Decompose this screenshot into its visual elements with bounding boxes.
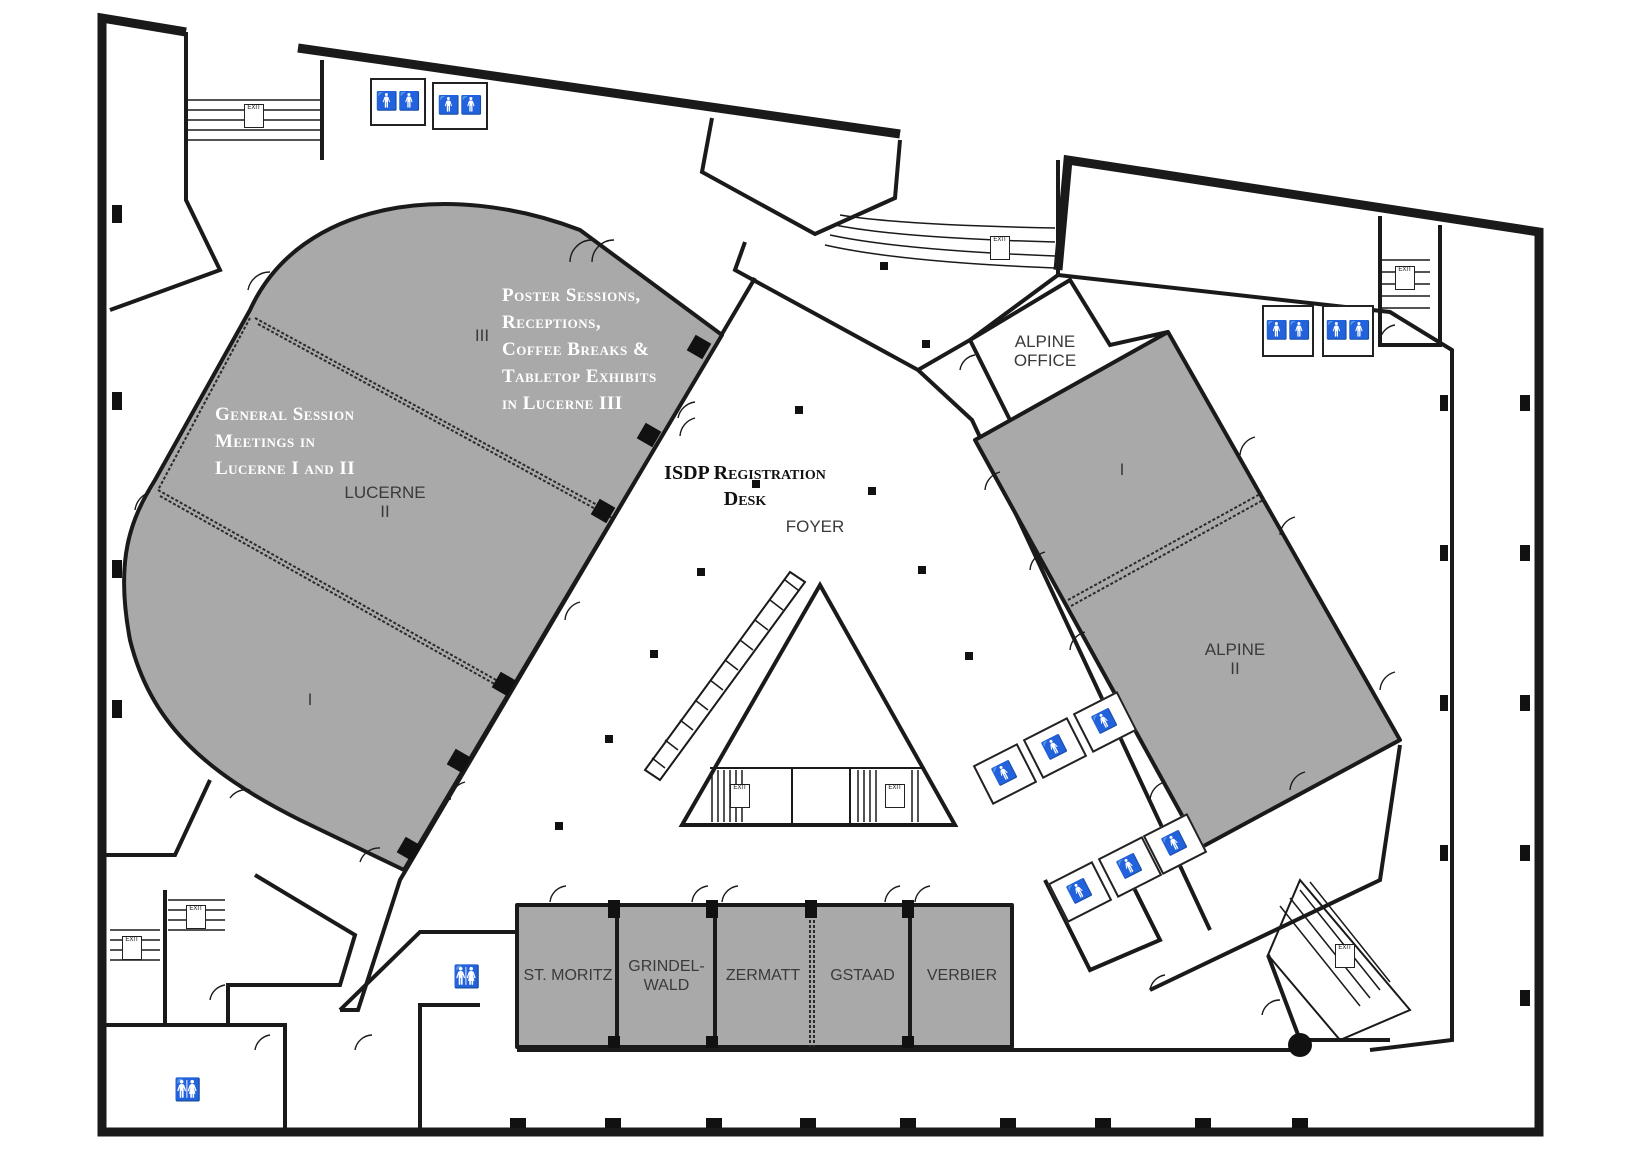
- small-rooms-block: [515, 903, 1014, 1049]
- west-corridor-wall: [109, 32, 223, 312]
- sw-corridor: [102, 1023, 287, 1132]
- north-stairs: [824, 214, 1056, 269]
- alpine-partition-b: [1070, 498, 1266, 607]
- room-label-lucerne-i: I: [307, 690, 313, 709]
- room-label-zermatt: ZERMATT: [725, 967, 801, 984]
- room-label-alpine-office: ALPINE OFFICE: [1013, 332, 1077, 370]
- exit-sign-sw-2: EXIT: [122, 936, 142, 960]
- exit-sign-se: EXIT: [1335, 944, 1355, 968]
- room-label-verbier: VERBIER: [926, 967, 998, 984]
- north-corridor-wall: [732, 160, 1060, 373]
- room-label-alpine-i: I: [1119, 460, 1125, 479]
- south-corridor: [338, 930, 517, 1012]
- room-label-grindelwald: GRINDEL- WALD: [628, 958, 705, 994]
- door-swings: [134, 239, 1396, 1051]
- alpine-office-wall: [968, 277, 1169, 348]
- lucerne-west-partition: [157, 317, 251, 491]
- restroom-icon: 🚻: [174, 1078, 202, 1103]
- lucerne-partition-2b: [159, 495, 508, 692]
- registration-desk-annotation: ISDP Registration Desk: [664, 462, 826, 510]
- lucerne-partition-1b: [257, 323, 613, 519]
- lucerne-partition-1: [254, 317, 611, 513]
- elevator-icon: 🚹🚹: [1262, 305, 1314, 357]
- north-wall: [297, 43, 901, 139]
- room-label-alpine-ii: ALPINE II: [1204, 640, 1266, 678]
- room-label-lucerne-iii: III: [474, 326, 490, 345]
- room-label-lucerne: LUCERNE II: [344, 483, 426, 521]
- alpine-partition: [1067, 492, 1263, 601]
- lucerne-ballroom: [122, 202, 724, 872]
- elevator-icon: 🚹🚹: [1322, 305, 1374, 357]
- escalator-treads: [651, 579, 799, 769]
- alpine-corridor-outer: [1057, 273, 1454, 1052]
- elevator-icon: 🚹🚹: [370, 78, 426, 126]
- exit-sign-north: EXIT: [990, 236, 1010, 260]
- ne-stair-wall: [1378, 216, 1442, 347]
- south-corridor-2: [418, 1003, 480, 1132]
- se-elevator-walls: [1043, 859, 1163, 973]
- room-label-foyer: FOYER: [785, 517, 845, 536]
- room-label-gstaad: GSTAAD: [830, 967, 895, 984]
- alpine-office-wall-2: [968, 339, 1012, 421]
- sw-service-walls: [102, 779, 212, 857]
- lucerne-partition-2: [157, 489, 506, 686]
- sw-service-walls-3: [226, 873, 358, 1027]
- room-label-st-moritz: ST. MORITZ: [523, 967, 613, 984]
- restroom-icon: 🚻: [453, 965, 481, 990]
- elevator-icon: 🚹🚹: [432, 82, 488, 130]
- exit-sign-core-right: EXIT: [885, 784, 905, 808]
- wall-columns: [112, 205, 1530, 1128]
- se-column: [1288, 1033, 1312, 1057]
- foyer-east-wall: [916, 368, 1212, 931]
- exit-sign-ne: EXIT: [1395, 266, 1415, 290]
- exit-sign-core-left: EXIT: [730, 784, 750, 808]
- exit-sign-sw-1: EXIT: [186, 905, 206, 929]
- poster-sessions-annotation: Poster Sessions, Receptions, Coffee Brea…: [502, 285, 657, 414]
- ballroom-posts: [396, 334, 914, 1048]
- se-corridor: [1149, 744, 1402, 992]
- exit-sign-nw: EXIT: [244, 104, 264, 128]
- outer-wall: [97, 12, 1544, 1137]
- general-session-annotation: General Session Meetings in Lucerne I an…: [215, 404, 356, 479]
- foyer-pillars: [555, 262, 973, 830]
- central-triangle-core: [678, 580, 959, 827]
- escalator: [643, 570, 807, 782]
- north-notch: [699, 117, 902, 237]
